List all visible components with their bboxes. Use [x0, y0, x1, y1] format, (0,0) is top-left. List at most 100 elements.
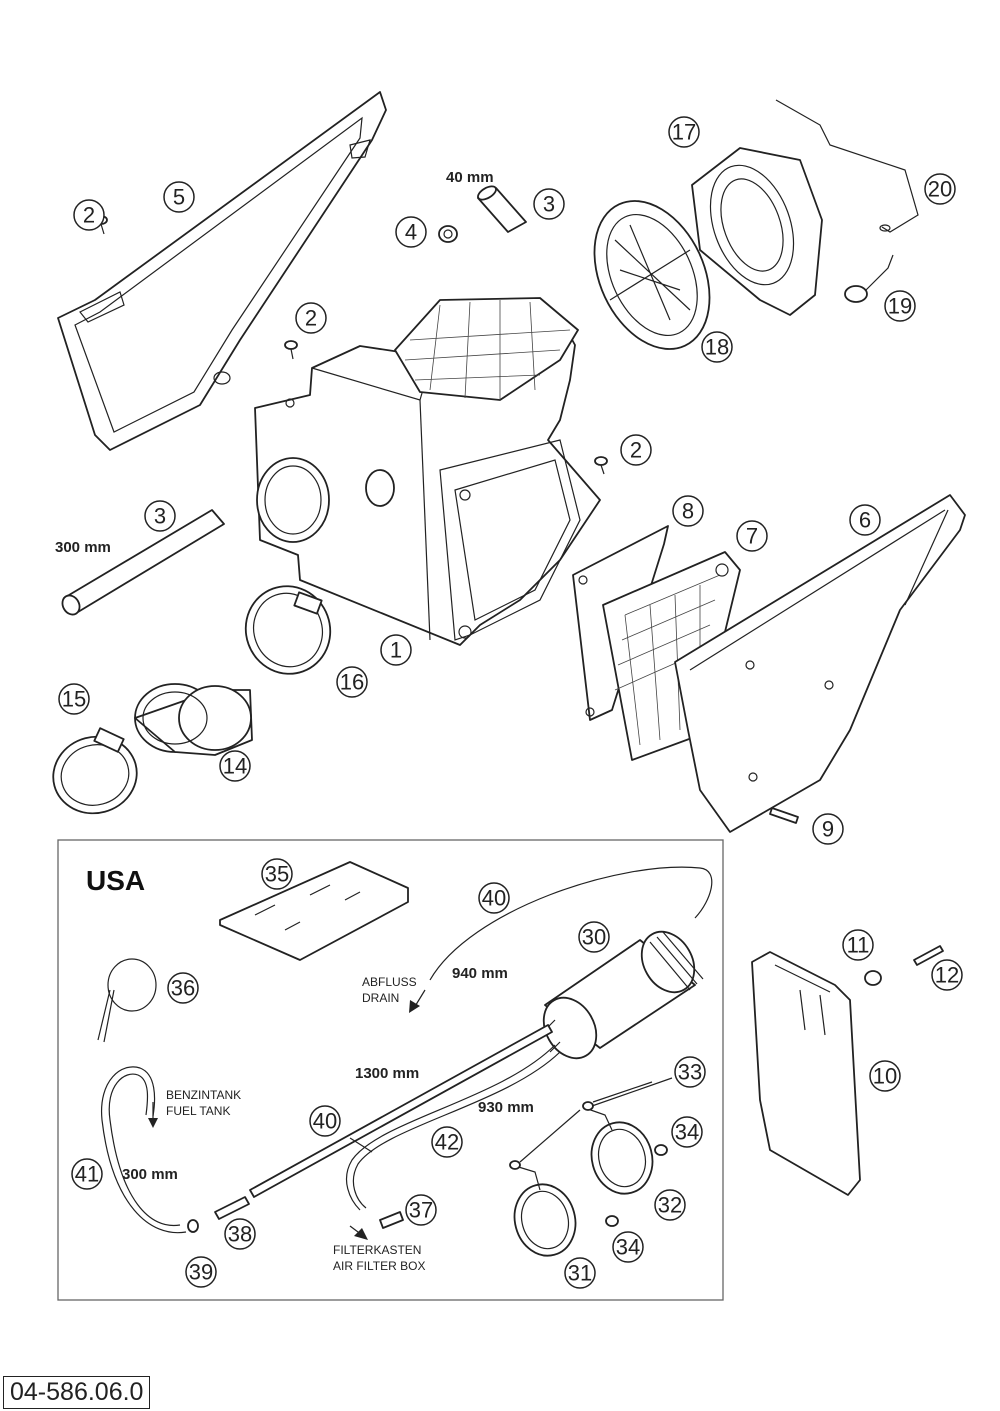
- nut-11: [864, 970, 882, 986]
- svg-text:14: 14: [223, 754, 247, 779]
- usa-label: USA: [86, 865, 145, 896]
- fuel-tank-arrow: [148, 1102, 158, 1128]
- svg-text:2: 2: [83, 203, 95, 228]
- note-airbox-en: AIR FILTER BOX: [333, 1259, 425, 1273]
- svg-text:42: 42: [435, 1130, 459, 1155]
- callout-20: 20: [924, 173, 956, 205]
- canister-bracket-32: [584, 1107, 654, 1195]
- callout-31: 31: [564, 1257, 596, 1289]
- svg-text:4: 4: [405, 220, 417, 245]
- callout-19: 19: [884, 290, 916, 322]
- screw-2-c: [594, 456, 608, 475]
- svg-text:12: 12: [935, 963, 959, 988]
- svg-text:36: 36: [171, 976, 195, 1001]
- hose-clamp-15: [52, 727, 138, 815]
- filter-cage: [593, 200, 711, 350]
- svg-text:34: 34: [675, 1120, 699, 1145]
- cable-tie: [97, 958, 157, 1043]
- filter-pin: [844, 254, 894, 303]
- drain-arrow: [409, 989, 426, 1013]
- intake-boot: [134, 683, 253, 756]
- svg-text:40: 40: [482, 886, 506, 911]
- callout-33: 33: [674, 1056, 706, 1088]
- svg-text:11: 11: [847, 933, 870, 958]
- nut-34-a: [654, 1144, 668, 1156]
- canister-bracket-31: [511, 1164, 577, 1257]
- svg-text:19: 19: [888, 294, 912, 319]
- note-fuel-de: BENZINTANK: [166, 1088, 241, 1102]
- svg-text:31: 31: [568, 1261, 592, 1286]
- usa-section-frame: [57, 839, 724, 1301]
- svg-text:9: 9: [822, 817, 834, 842]
- document-number: 04-586.06.0: [3, 1376, 151, 1409]
- left-side-cover: [57, 91, 387, 451]
- dim-hose-1300: 1300 mm: [355, 1065, 419, 1082]
- hose-clamp-16: [244, 585, 332, 675]
- callout-8: 8: [672, 495, 704, 527]
- dim-hose-300-usa: 300 mm: [122, 1166, 178, 1183]
- screw-33-b: [509, 1109, 581, 1170]
- svg-text:3: 3: [154, 504, 166, 529]
- svg-text:15: 15: [62, 687, 86, 712]
- callout-7: 7: [736, 520, 768, 552]
- callout-1: 1: [380, 634, 412, 666]
- vent-hose-930: [346, 1044, 561, 1211]
- callout-3: 3: [533, 188, 565, 220]
- callout-34: 34: [612, 1231, 644, 1263]
- svg-text:8: 8: [682, 499, 694, 524]
- callout-18: 18: [701, 331, 733, 363]
- callout-40: 40: [309, 1105, 341, 1137]
- callout-3: 3: [144, 500, 176, 532]
- hose-clip-39: [187, 1219, 199, 1233]
- svg-text:5: 5: [173, 185, 185, 210]
- bolt-12: [913, 945, 944, 966]
- grommet: [438, 225, 458, 243]
- callout-34: 34: [671, 1116, 703, 1148]
- nut-34-b: [605, 1215, 619, 1227]
- callout-2: 2: [295, 302, 327, 334]
- callout-40: 40: [478, 882, 510, 914]
- dim-hose-300-top: 300 mm: [55, 539, 111, 556]
- svg-text:34: 34: [616, 1235, 640, 1260]
- svg-text:30: 30: [582, 925, 606, 950]
- svg-text:16: 16: [340, 670, 364, 695]
- svg-text:7: 7: [746, 524, 758, 549]
- callout-41: 41: [71, 1158, 103, 1190]
- note-drain-de: ABFLUSS: [362, 975, 417, 989]
- vent-hose-940: [429, 866, 713, 981]
- callout-32: 32: [654, 1189, 686, 1221]
- svg-text:18: 18: [705, 335, 729, 360]
- dim-hose-40: 40 mm: [446, 169, 494, 186]
- right-side-cover: [674, 494, 966, 833]
- svg-text:39: 39: [189, 1260, 213, 1285]
- callout-16: 16: [336, 666, 368, 698]
- svg-text:38: 38: [228, 1222, 252, 1247]
- callout-36: 36: [167, 972, 199, 1004]
- note-fuel-en: FUEL TANK: [166, 1104, 230, 1118]
- svg-text:37: 37: [409, 1198, 433, 1223]
- svg-text:35: 35: [265, 862, 289, 887]
- svg-text:1: 1: [390, 638, 402, 663]
- callout-42: 42: [431, 1126, 463, 1158]
- screw-9: [769, 807, 799, 824]
- screw-33: [582, 1077, 673, 1111]
- airbox-arrow: [349, 1225, 368, 1240]
- dim-hose-930: 930 mm: [478, 1099, 534, 1116]
- hose-40mm: [477, 185, 527, 233]
- svg-text:41: 41: [75, 1162, 99, 1187]
- callout-10: 10: [869, 1060, 901, 1092]
- callout-15: 15: [58, 683, 90, 715]
- callout-37: 37: [405, 1194, 437, 1226]
- retaining-wire: [775, 99, 919, 233]
- callout-2: 2: [73, 199, 105, 231]
- svg-text:40: 40: [313, 1109, 337, 1134]
- svg-text:2: 2: [305, 306, 317, 331]
- fuel-tank-hose: [101, 1066, 187, 1234]
- callout-39: 39: [185, 1256, 217, 1288]
- callout-5: 5: [163, 181, 195, 213]
- svg-text:6: 6: [859, 508, 871, 533]
- callout-9: 9: [812, 813, 844, 845]
- callout-30: 30: [578, 921, 610, 953]
- svg-text:17: 17: [672, 120, 696, 145]
